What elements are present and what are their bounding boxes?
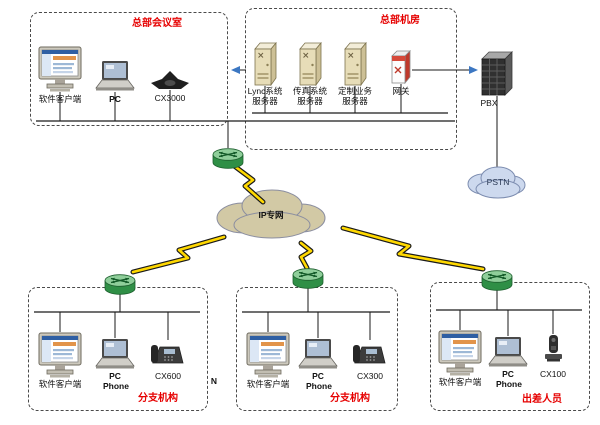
software-client-label: 软件客户端 (246, 379, 290, 389)
software-client-label: 软件客户端 (438, 377, 482, 387)
connector-lines (59, 69, 554, 340)
cx600-phone-icon (150, 340, 186, 366)
cx3000-label: CX3000 (154, 93, 186, 103)
lync-server-icon (252, 42, 278, 86)
link-arrow-icons (231, 66, 478, 74)
branch1-label: 分支机构 (138, 393, 178, 404)
traveler-router-icon (480, 268, 514, 292)
pc-laptop-icon (488, 336, 528, 368)
lync-server-label: Lync系统 服务器 (247, 86, 283, 107)
pc-laptop-icon (298, 338, 338, 370)
software-client-icon (246, 332, 290, 378)
software-client-label: 软件客户端 (38, 379, 82, 389)
traveler-label: 出差人员 (522, 394, 562, 405)
fax-server-icon (297, 42, 323, 86)
ip-network-label: IP专网 (258, 210, 284, 220)
n-marker-label: N (210, 376, 218, 386)
software-client-icon (38, 46, 82, 92)
pc-label: PC (109, 371, 121, 381)
gateway-icon (390, 50, 412, 84)
cx3000-conference-phone-icon (147, 70, 193, 92)
software-client-icon (438, 330, 482, 376)
pc-laptop-icon (95, 338, 135, 370)
cx300-phone-icon (352, 340, 388, 366)
pstn-cloud-shape (467, 166, 526, 199)
cx100-label: CX100 (540, 369, 566, 379)
phone-label: Phone (103, 381, 129, 391)
ip-network-cloud-shape (216, 189, 326, 239)
pbx-icon (478, 50, 516, 96)
branch1-router-icon (103, 272, 137, 296)
cx100-phone-icon (541, 334, 565, 364)
cx300-label: CX300 (357, 371, 383, 381)
pstn-label: PSTN (486, 177, 510, 187)
pc-label: PC (502, 369, 514, 379)
custom-server-label: 定制业务 服务器 (337, 86, 373, 107)
cx600-label: CX600 (155, 371, 181, 381)
left-link-arrow-icon (231, 66, 240, 74)
custom-service-server-icon (342, 42, 368, 86)
hq-meeting-room-label: 总部会议室 (132, 18, 182, 29)
pbx-label: PBX (480, 98, 498, 108)
hq-server-room-box (245, 8, 457, 150)
right-link-arrow-icon (469, 66, 478, 74)
core-router-icon (211, 146, 245, 170)
software-client-label: 软件客户端 (38, 94, 82, 104)
pc-laptop-icon (95, 60, 135, 92)
phone-label: Phone (306, 381, 332, 391)
pc-label: PC (109, 94, 121, 104)
fax-server-label: 传真系统 服务器 (292, 86, 328, 107)
wan-lightning-links (130, 162, 486, 275)
phone-label: Phone (496, 379, 522, 389)
pc-label: PC (312, 371, 324, 381)
hq-server-room-label: 总部机房 (380, 15, 420, 26)
gateway-label: 网关 (392, 86, 410, 96)
software-client-icon (38, 332, 82, 378)
branch2-label: 分支机构 (330, 393, 370, 404)
bus-lines (34, 112, 582, 313)
hq-meeting-room-box (30, 12, 228, 126)
branch2-router-icon (291, 266, 325, 290)
